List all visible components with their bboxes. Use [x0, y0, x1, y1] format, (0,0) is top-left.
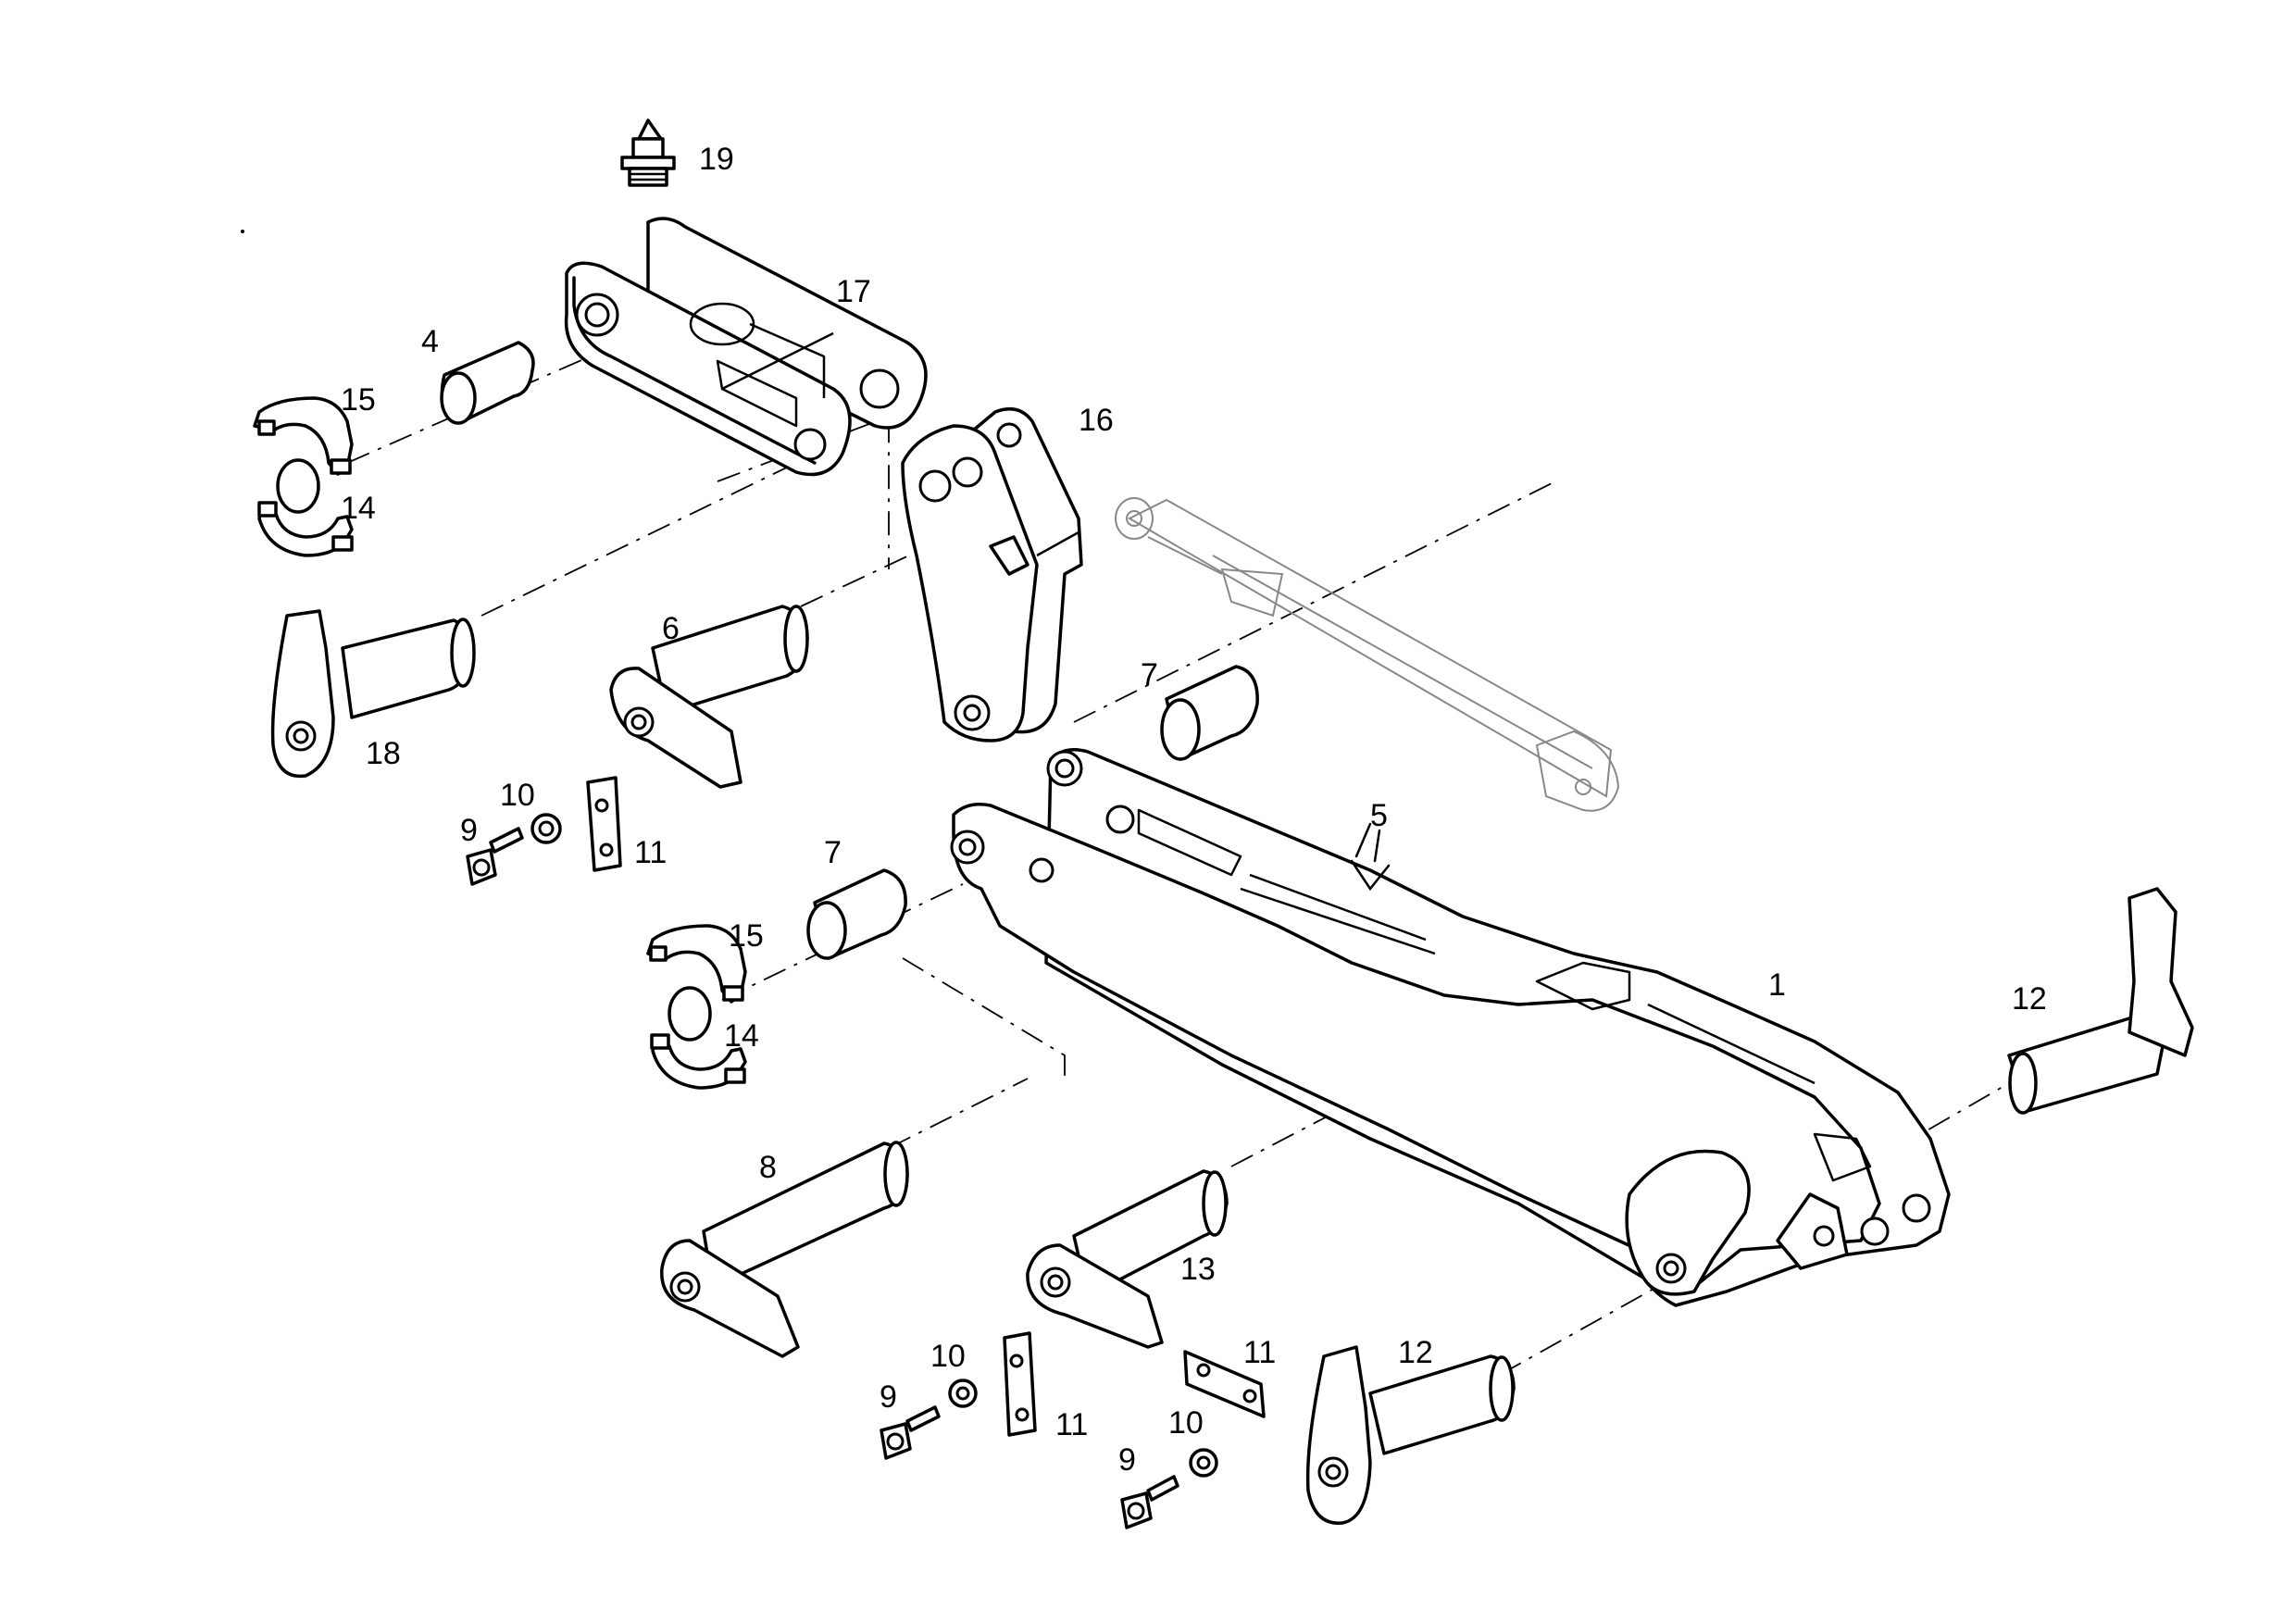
clamp-half-15-top	[253, 396, 354, 476]
callout-11-lower-right: 11	[1243, 1335, 1276, 1370]
callout-11-upper: 11	[634, 835, 667, 870]
clamp-half-15-lower	[646, 924, 747, 1004]
callout-12-right: 12	[2012, 981, 2047, 1017]
callout-15-lower: 15	[729, 918, 764, 954]
callout-14-lower: 14	[724, 1018, 759, 1054]
callout-14-top: 14	[341, 491, 376, 526]
bushing-4	[440, 341, 535, 425]
callout-10-lower-right: 10	[1168, 1405, 1204, 1441]
callout-19: 19	[699, 142, 734, 177]
callout-8: 8	[759, 1150, 777, 1185]
shim-ring-14-top	[257, 458, 354, 557]
callout-1: 1	[1768, 967, 1786, 1003]
rocker-link-17	[564, 217, 928, 477]
boom-arm-1	[950, 748, 1951, 1307]
bushing-7-lower	[806, 868, 907, 960]
callout-4: 4	[421, 324, 439, 359]
pin-8	[660, 1141, 909, 1358]
pin-18	[270, 609, 476, 779]
callout-12-lower: 12	[1398, 1335, 1433, 1370]
pin-12-right	[2007, 887, 2194, 1115]
hydraulic-cylinder	[1115, 497, 1620, 812]
bushing-7-upper	[1160, 665, 1259, 761]
callout-10-lower-left: 10	[930, 1339, 966, 1374]
callout-10-upper: 10	[500, 778, 535, 813]
stray-mark	[241, 230, 244, 233]
grease-nipple-19	[620, 119, 676, 187]
callout-labels: 19 17 4 15 14 16 6 18 7 10 9 11 5 7 15 1…	[341, 142, 2047, 1478]
callout-11-lower-left: 11	[1055, 1407, 1088, 1442]
pin-13	[1026, 1169, 1229, 1349]
bolt-set-lower-right	[1120, 1350, 1266, 1529]
bracket-16	[901, 406, 1083, 742]
callout-5: 5	[1370, 798, 1388, 833]
callout-13: 13	[1180, 1252, 1216, 1287]
callout-9-upper: 9	[460, 813, 478, 848]
callout-7-lower: 7	[824, 835, 842, 870]
callout-17: 17	[836, 274, 871, 309]
pin-6	[609, 605, 809, 789]
callout-18: 18	[366, 736, 401, 771]
callout-9-lower-left: 9	[880, 1379, 897, 1415]
callout-15-top: 15	[341, 382, 376, 418]
shim-ring-14-lower	[650, 986, 747, 1090]
pin-12-lower	[1305, 1345, 1516, 1525]
callout-7-upper: 7	[1141, 657, 1158, 692]
callout-9-lower-right: 9	[1118, 1442, 1136, 1478]
callout-16: 16	[1079, 403, 1114, 438]
bolt-set-upper	[466, 776, 622, 886]
callout-6: 6	[662, 611, 680, 646]
bolt-set-lower-left	[880, 1331, 1037, 1460]
